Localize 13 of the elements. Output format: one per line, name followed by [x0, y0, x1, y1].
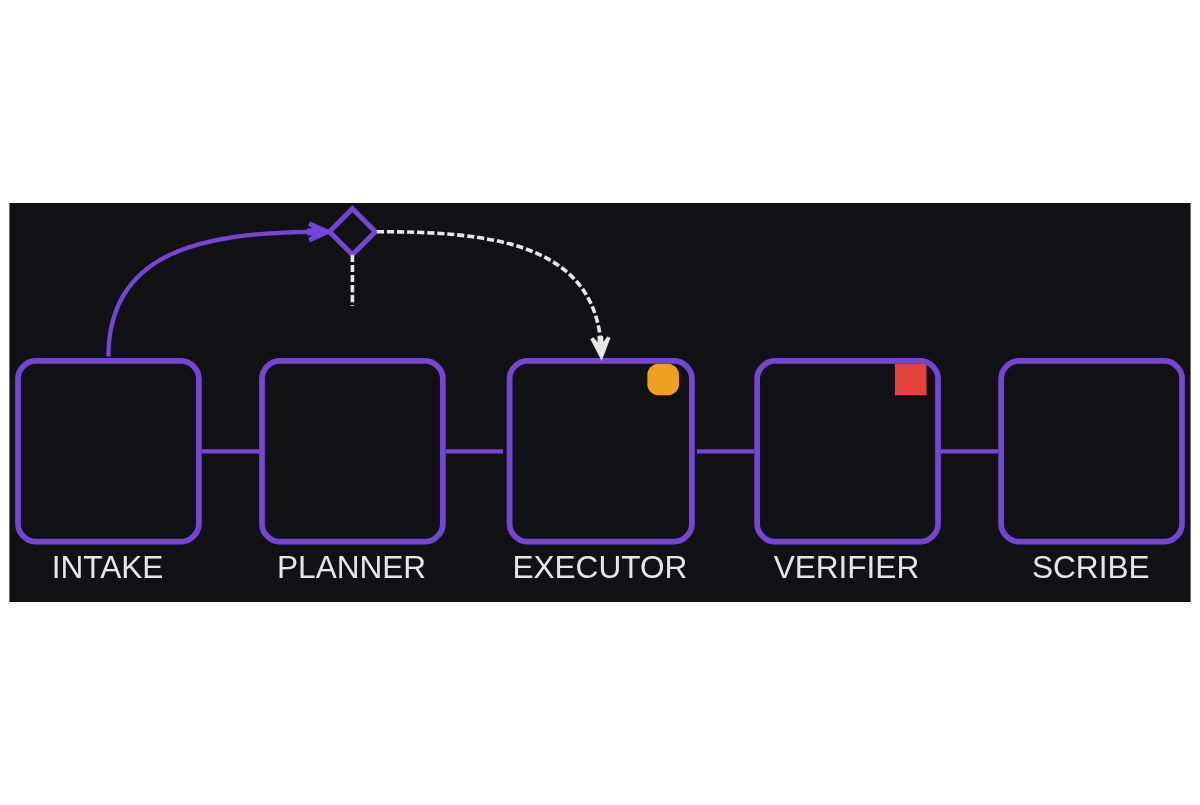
- connector: [445, 449, 504, 454]
- arrow: [106, 221, 331, 357]
- node-label: INTAKE: [51, 549, 164, 586]
- node-label: SCRIBE: [1032, 549, 1150, 586]
- node-diamond: [325, 205, 379, 259]
- connector: [201, 449, 260, 454]
- connector: [940, 449, 999, 454]
- node-label: PLANNER: [277, 549, 427, 586]
- node-label: EXECUTOR: [512, 549, 688, 586]
- connector: [350, 254, 355, 306]
- arrow: [376, 229, 611, 359]
- node-label: VERIFIER: [773, 549, 920, 586]
- connector: [696, 449, 755, 454]
